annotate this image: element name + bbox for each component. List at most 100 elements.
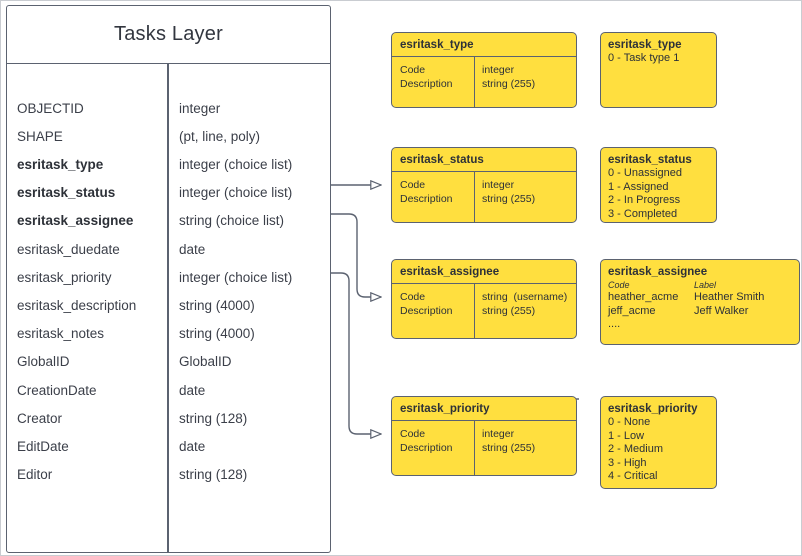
value-list-item: heather_acme Heather Smith bbox=[608, 291, 792, 305]
domain-table-field-names: Code Description bbox=[400, 179, 453, 205]
domain-table-field-types: integer string (255) bbox=[482, 64, 536, 90]
entity-field-row: esritask_duedate date bbox=[7, 235, 330, 263]
entity-field-name: SHAPE bbox=[17, 128, 63, 144]
value-list-item: jeff_acme Jeff Walker bbox=[608, 305, 792, 319]
value-list-esritask-assignee[interactable]: esritask_assignee Code Label heather_acm… bbox=[600, 259, 800, 345]
domain-table-header: esritask_status bbox=[392, 148, 576, 172]
domain-table-field-names: Code Description bbox=[400, 428, 453, 454]
connector-priority bbox=[331, 272, 381, 434]
entity-field-type: string (4000) bbox=[179, 326, 255, 342]
domain-table-field-types: integer string (255) bbox=[482, 179, 536, 205]
value-list-label: Jeff Walker bbox=[694, 304, 749, 317]
entity-field-row: OBJECTID integer bbox=[7, 94, 330, 122]
domain-table-header: esritask_type bbox=[392, 33, 576, 57]
value-list-item: 3 - High bbox=[608, 456, 647, 469]
domain-table-header: esritask_priority bbox=[392, 397, 576, 421]
domain-table-esritask-type[interactable]: esritask_type Code Description integer s… bbox=[391, 32, 577, 108]
value-list-item: 0 - Task type 1 bbox=[608, 52, 680, 64]
entity-field-type: (pt, line, poly) bbox=[179, 128, 261, 144]
entity-field-row: esritask_notes string (4000) bbox=[7, 320, 330, 348]
value-list-subheader: Code Label bbox=[608, 279, 792, 291]
value-list-item: .... bbox=[608, 318, 792, 332]
entity-field-type: date bbox=[179, 382, 206, 398]
value-list-items: heather_acme Heather Smith jeff_acme Jeff W… bbox=[608, 291, 792, 332]
entity-field-row: Creator string (128) bbox=[7, 404, 330, 432]
value-list-code: jeff_acme bbox=[608, 304, 656, 317]
entity-field-type: date bbox=[179, 438, 206, 454]
value-list-item: 4 - Critical bbox=[608, 470, 658, 482]
entity-field-name: esritask_notes bbox=[17, 326, 105, 342]
value-list-code-header: Code bbox=[608, 280, 630, 290]
entity-field-name: CreationDate bbox=[17, 382, 97, 398]
domain-table-divider bbox=[474, 57, 476, 107]
domain-table-esritask-assignee[interactable]: esritask_assignee Code Description strin… bbox=[391, 259, 577, 339]
entity-field-row: esritask_assignee string (choice list) bbox=[7, 207, 330, 235]
entity-field-name: esritask_priority bbox=[17, 269, 112, 285]
entity-field-name: esritask_duedate bbox=[17, 241, 120, 257]
value-list-item: 0 - Unassigned bbox=[608, 167, 682, 179]
entity-field-name: esritask_status bbox=[17, 185, 116, 201]
entity-field-name: esritask_description bbox=[17, 297, 137, 313]
entity-field-name: esritask_assignee bbox=[17, 213, 134, 229]
value-list-esritask-type[interactable]: esritask_type 0 - Task type 1 bbox=[600, 32, 717, 108]
domain-table-divider bbox=[474, 421, 476, 475]
value-list-title: esritask_status bbox=[608, 154, 692, 166]
domain-table-field-types: integer string (255) bbox=[482, 428, 536, 454]
entity-header: Tasks Layer bbox=[7, 6, 330, 64]
domain-table-field-names: Code Description bbox=[400, 291, 453, 317]
value-list-items: 0 - Task type 1 bbox=[608, 52, 709, 66]
entity-field-row: esritask_type integer (choice list) bbox=[7, 150, 330, 178]
entity-field-name: GlobalID bbox=[17, 354, 70, 370]
value-list-item: 1 - Low bbox=[608, 429, 645, 442]
domain-table-title: esritask_status bbox=[400, 153, 484, 166]
entity-field-type: date bbox=[179, 241, 206, 257]
domain-table-esritask-priority[interactable]: esritask_priority Code Description integ… bbox=[391, 396, 577, 476]
entity-field-row: esritask_status integer (choice list) bbox=[7, 179, 330, 207]
value-list-item: 3 - Completed bbox=[608, 207, 678, 220]
value-list-title: esritask_priority bbox=[608, 403, 698, 415]
entity-field-type: string (128) bbox=[179, 467, 248, 483]
domain-table-header: esritask_assignee bbox=[392, 260, 576, 284]
entity-field-row: EditDate date bbox=[7, 432, 330, 460]
entity-field-name: EditDate bbox=[17, 438, 69, 454]
entity-field-name: Creator bbox=[17, 410, 63, 426]
value-list-item: 2 - Medium bbox=[608, 443, 664, 455]
domain-table-divider bbox=[474, 172, 476, 222]
value-list-title: esritask_type bbox=[608, 39, 682, 51]
value-list-title: esritask_assignee bbox=[608, 266, 708, 278]
value-list-label-header: Label bbox=[694, 280, 717, 290]
value-list-item: 0 - None bbox=[608, 416, 651, 428]
entity-field-name: OBJECTID bbox=[17, 100, 84, 116]
domain-table-title: esritask_priority bbox=[400, 402, 490, 415]
value-list-code: .... bbox=[608, 318, 621, 330]
domain-table-title: esritask_type bbox=[400, 38, 474, 51]
entity-field-row: esritask_priority integer (choice list) bbox=[7, 263, 330, 291]
column-divider bbox=[167, 64, 169, 552]
value-list-code: heather_acme bbox=[608, 291, 679, 303]
entity-field-type: integer (choice list) bbox=[179, 269, 293, 285]
domain-table-divider bbox=[474, 284, 476, 338]
entity-field-row: SHAPE (pt, line, poly) bbox=[7, 122, 330, 150]
domain-table-field-names: Code Description bbox=[400, 64, 453, 90]
entity-field-type: string (128) bbox=[179, 410, 248, 426]
entity-field-type: integer (choice list) bbox=[179, 156, 293, 172]
connector-assignee bbox=[331, 213, 381, 297]
entity-field-type: integer (choice list) bbox=[179, 185, 293, 201]
entity-field-type: string (choice list) bbox=[179, 213, 285, 229]
domain-table-esritask-status[interactable]: esritask_status Code Description integer… bbox=[391, 147, 577, 223]
domain-table-title: esritask_assignee bbox=[400, 265, 500, 278]
entity-field-name: esritask_type bbox=[17, 156, 104, 172]
entity-field-type: integer bbox=[179, 100, 221, 116]
entity-field-type: string (4000) bbox=[179, 297, 255, 313]
value-list-label: Heather Smith bbox=[694, 291, 765, 303]
page-title: Tasks Layer bbox=[114, 23, 223, 45]
